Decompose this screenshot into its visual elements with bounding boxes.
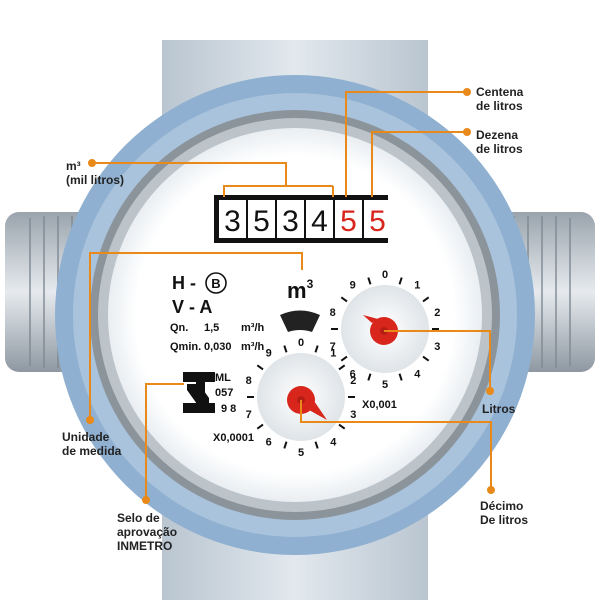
dial-left-tick (283, 345, 288, 353)
dial-left-number: 9 (266, 348, 272, 360)
leader-litros (384, 330, 491, 391)
dial-right-number: 4 (414, 369, 421, 381)
dial-left-tick (338, 364, 346, 371)
spec-qn-value: 1,5 (204, 322, 219, 334)
dial-left-tick (283, 441, 288, 449)
inmetro-seal-symbol (183, 372, 215, 413)
counter-cell (335, 200, 362, 238)
dial-left-tick (314, 441, 319, 449)
unit-m3: m3 (287, 277, 314, 303)
cone-symbol (280, 310, 320, 332)
counter-cell (364, 200, 391, 238)
dial-right-number: 7 (330, 341, 336, 353)
spec-qmin-unit: m³/h (241, 341, 265, 353)
dial-left-tick (256, 423, 264, 430)
dial-right-tick (340, 296, 348, 303)
counter-cell (306, 200, 333, 238)
dial-right-number: 9 (350, 280, 356, 292)
dial-left-tick (338, 423, 346, 430)
dial-right-tick (398, 373, 403, 381)
dial-left-number: 7 (246, 409, 252, 421)
dial-right-number: 5 (382, 379, 388, 391)
counter-cell (277, 200, 304, 238)
spec-qn-unit: m³/h (241, 322, 265, 334)
dial-right-number: 0 (382, 269, 388, 281)
leader-selo (145, 383, 184, 500)
dial-left-tick (256, 364, 264, 371)
dial-right-tick (398, 277, 403, 285)
counter-cell (248, 200, 275, 238)
counter-digit: 5 (369, 205, 386, 238)
dial-left-number: 1 (330, 348, 336, 360)
dial-right-tick (367, 277, 372, 285)
seal-ml: ML (215, 372, 231, 384)
dial-right-tick (422, 296, 430, 303)
dial-right-number: 1 (414, 280, 420, 292)
dial-left-number: 6 (266, 437, 272, 449)
dial-right-tick (422, 355, 430, 362)
dial-right-tick (340, 355, 348, 362)
spec-h: H - (172, 273, 196, 293)
dial-right-number: 3 (434, 341, 440, 353)
label-m3: m³(mil litros) (66, 159, 125, 187)
spec-v: V - A (172, 297, 212, 317)
dial-right-number: 6 (350, 369, 356, 381)
leader-dezena (371, 131, 467, 197)
counter-digit: 5 (340, 205, 357, 238)
dial-left-number: 8 (246, 375, 252, 387)
dial-left-number: 0 (298, 337, 304, 349)
dial-left-number: 4 (330, 437, 337, 449)
dial-right-number: 2 (434, 307, 440, 319)
counter-digit: 3 (282, 205, 299, 238)
dial-right-multiplier: X0,001 (362, 399, 397, 411)
counter-digit: 3 (224, 205, 241, 238)
dial-left-ticks: 0 1 2 3 4 5 6 7 8 9 (246, 337, 357, 459)
dial-left-number: 3 (350, 409, 356, 421)
leader-lines (89, 91, 492, 500)
dial-left-number: 5 (298, 447, 304, 459)
spec-qmin-label: Qmin. (170, 341, 201, 353)
counter-digit: 4 (311, 205, 328, 238)
seal-number: 057 (215, 387, 233, 399)
counter-digit: 5 (253, 205, 270, 238)
leader-unidade (89, 252, 303, 420)
spec-qn-label: Qn. (170, 322, 188, 334)
dial-right-ticks: 0 1 2 3 4 5 6 7 8 9 (330, 269, 441, 391)
counter-cell (219, 200, 246, 238)
dial-left-number: 2 (350, 375, 356, 387)
leader-centena (345, 91, 467, 197)
dial-left-multiplier: X0,0001 (213, 432, 254, 444)
spec-h-class: B (211, 276, 220, 291)
dial-left-tick (314, 345, 319, 353)
spec-qmin-value: 0,030 (204, 341, 232, 353)
label-litros: Litros (482, 402, 516, 416)
dial-right-number: 8 (330, 307, 336, 319)
dial-right-tick (367, 373, 372, 381)
seal-digits: 9 8 (221, 403, 236, 415)
leader-dots (86, 88, 495, 504)
leader-decimo (300, 400, 492, 490)
